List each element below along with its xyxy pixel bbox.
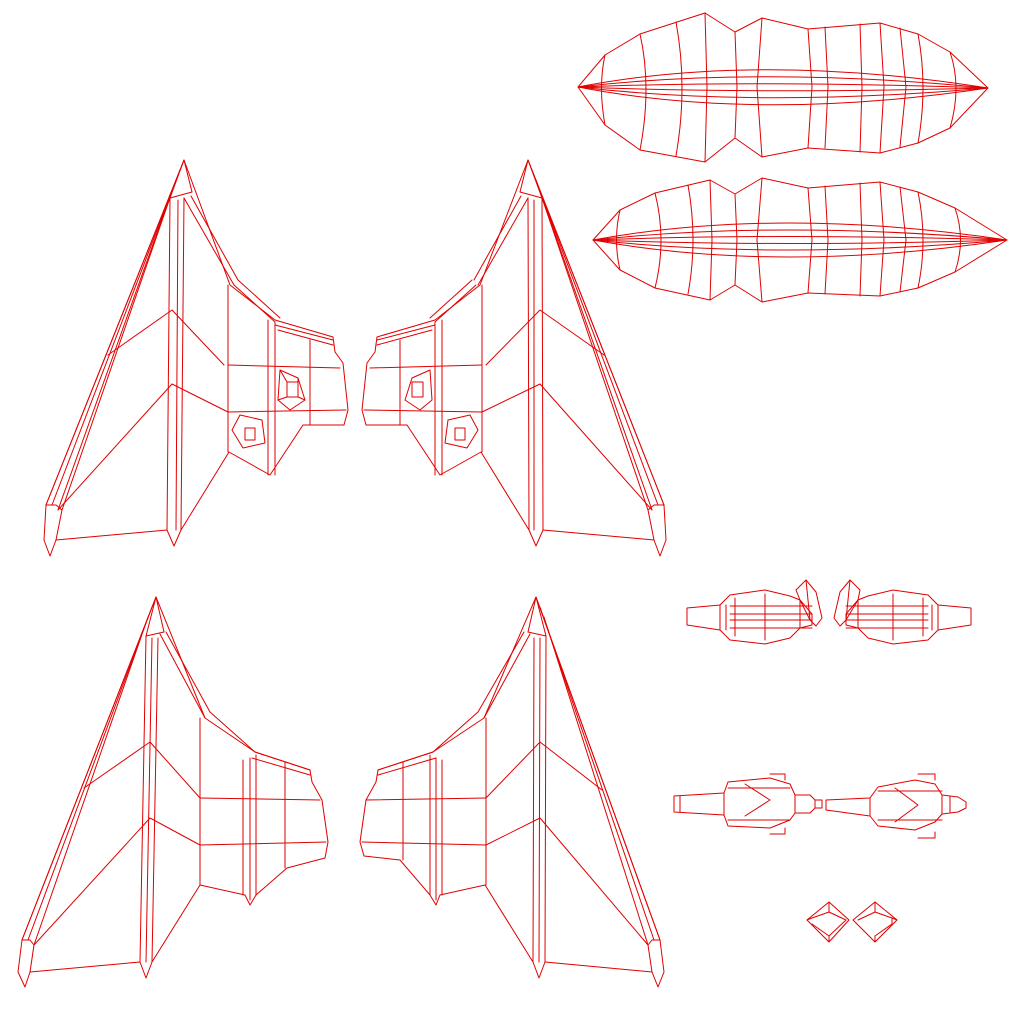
nose-tip-left [806, 901, 850, 943]
wing-bottom-right [359, 596, 665, 988]
wing-bottom-left [17, 596, 329, 988]
wing-top-left [43, 159, 349, 557]
engine-pod-right [833, 579, 972, 645]
thruster-right [825, 773, 967, 839]
wing-top-right [361, 159, 667, 557]
thruster-left [673, 773, 823, 835]
nose-tip-right [852, 901, 898, 943]
body-shell-lower [592, 177, 1008, 303]
engine-pod-left [686, 579, 823, 645]
body-shell-upper [577, 12, 989, 163]
